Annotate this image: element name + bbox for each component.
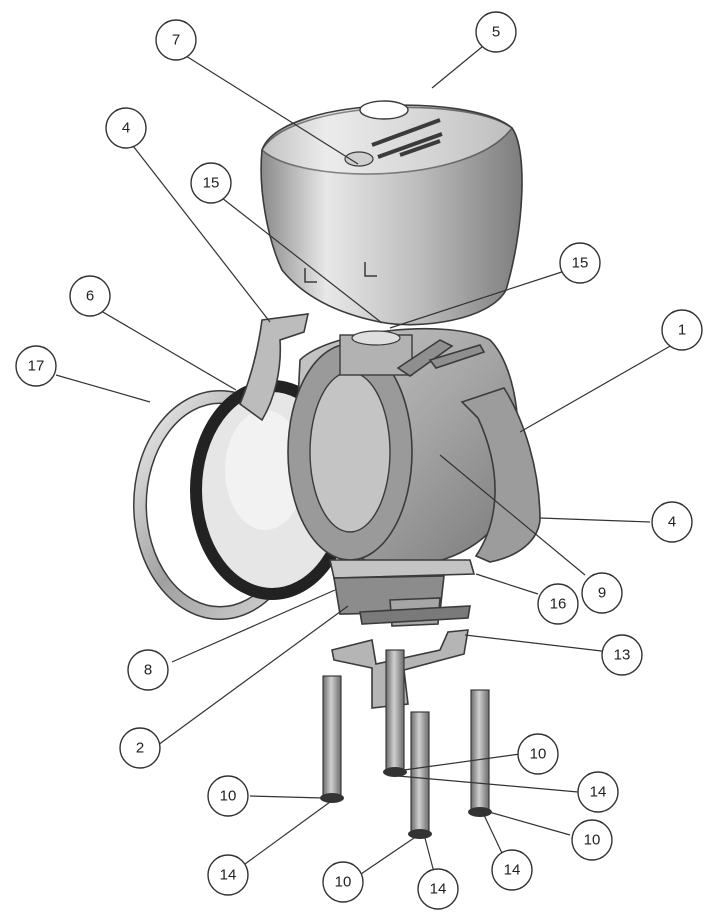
lower-tray-part bbox=[329, 559, 476, 627]
callout-10-middle: 10 bbox=[517, 733, 559, 775]
callout-14-left: 14 bbox=[207, 854, 249, 896]
callout-13: 13 bbox=[601, 634, 643, 676]
callout-label: 14 bbox=[504, 862, 521, 879]
callout-7: 7 bbox=[155, 19, 197, 61]
callout-label: 10 bbox=[335, 874, 352, 891]
leg-3 bbox=[410, 711, 430, 835]
callout-16: 16 bbox=[537, 583, 579, 625]
callout-1: 1 bbox=[661, 309, 703, 351]
callout-15-right: 15 bbox=[559, 242, 601, 284]
callout-label: 14 bbox=[590, 784, 607, 801]
callout-label: 4 bbox=[122, 120, 130, 137]
leader-lines bbox=[55, 41, 673, 881]
callout-6: 6 bbox=[69, 275, 111, 317]
callout-10-left: 10 bbox=[207, 775, 249, 817]
leg-2 bbox=[385, 649, 405, 773]
callout-label: 5 bbox=[492, 24, 500, 41]
callout-label: 7 bbox=[172, 32, 180, 49]
left-bracket-part bbox=[239, 313, 310, 422]
leg-1 bbox=[322, 675, 342, 799]
callout-14-bottom: 14 bbox=[417, 868, 459, 910]
callout-14-right: 14 bbox=[491, 849, 533, 891]
main-housing-part bbox=[287, 327, 519, 567]
leg-4 bbox=[470, 689, 490, 813]
callout-label: 10 bbox=[530, 746, 547, 763]
callout-label: 10 bbox=[584, 832, 601, 849]
foot-4 bbox=[468, 807, 492, 817]
callout-label: 4 bbox=[668, 514, 676, 531]
callout-2: 2 bbox=[119, 727, 161, 769]
callout-9: 9 bbox=[581, 572, 623, 614]
callout-label: 15 bbox=[203, 175, 220, 192]
callout-label: 17 bbox=[28, 358, 45, 375]
callout-label: 14 bbox=[430, 881, 447, 898]
callout-label: 2 bbox=[136, 740, 144, 757]
callout-label: 1 bbox=[678, 322, 686, 339]
callout-4-right: 4 bbox=[651, 501, 693, 543]
foot-3 bbox=[408, 829, 432, 839]
legs-part bbox=[320, 649, 492, 839]
callout-label: 8 bbox=[144, 662, 152, 679]
callout-10-right: 10 bbox=[571, 819, 613, 861]
top-sleeve-part bbox=[260, 100, 523, 326]
callout-label: 9 bbox=[598, 585, 606, 602]
callout-5: 5 bbox=[475, 11, 517, 53]
callout-label: 16 bbox=[550, 596, 567, 613]
callout-15-left: 15 bbox=[190, 162, 232, 204]
callout-label: 14 bbox=[220, 867, 237, 884]
callout-17: 17 bbox=[15, 345, 57, 387]
callout-4-top: 4 bbox=[105, 107, 147, 149]
callout-label: 13 bbox=[614, 647, 631, 664]
callout-10-bottom: 10 bbox=[322, 861, 364, 903]
callout-label: 6 bbox=[86, 288, 94, 305]
foot-1 bbox=[320, 793, 344, 803]
callout-label: 15 bbox=[572, 255, 589, 272]
callout-14-middle: 14 bbox=[577, 771, 619, 813]
callout-8: 8 bbox=[127, 649, 169, 691]
callout-label: 10 bbox=[220, 788, 237, 805]
foot-2 bbox=[383, 767, 407, 777]
